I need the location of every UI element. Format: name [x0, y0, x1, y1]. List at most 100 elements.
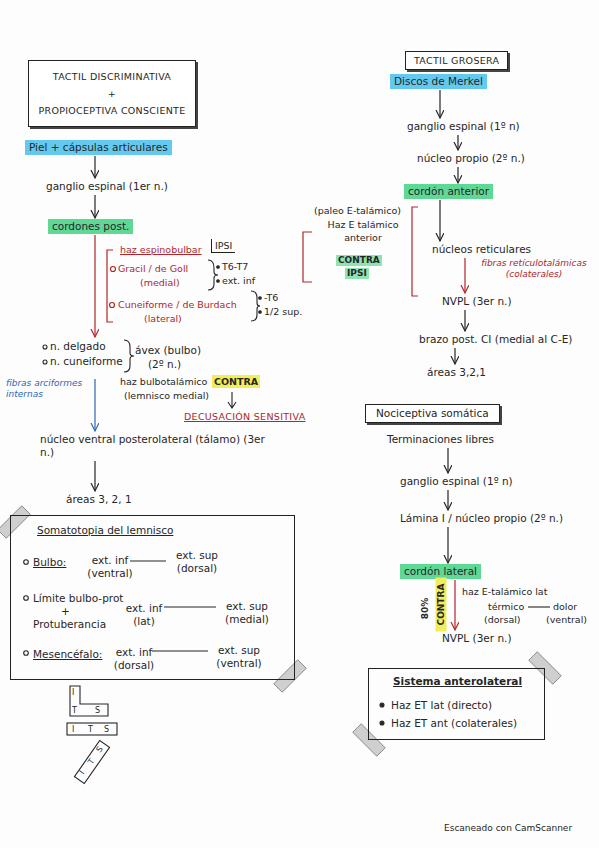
title-box: TACTIL DISCRIMINATIVA+PROPIOCEPTIVA CONS…	[28, 60, 196, 127]
flow-arrow	[454, 580, 455, 630]
node-text: ext. sup (ventral)	[211, 644, 267, 670]
annotation-label: CONTRA	[436, 578, 447, 632]
node-text: áreas 3, 2, 1	[66, 493, 132, 506]
node-text: ext. inf (ventral)	[83, 554, 137, 580]
flow-arrow	[457, 135, 458, 150]
node-text: Sistema anterolateral	[369, 675, 546, 688]
flow-arrow	[439, 200, 440, 241]
small-arrow	[228, 392, 236, 408]
node-text: PROPIOCEPTIVA CONSCIENTE	[33, 102, 191, 119]
annotation-label: T	[72, 706, 77, 715]
annotation-label: fibras arciformes internas	[6, 378, 86, 400]
title-box: Nociceptiva somática	[365, 404, 500, 423]
node-text: Límite bulbo-prot	[33, 592, 123, 605]
annotation-label: (paleo E-talámico)	[314, 204, 401, 217]
annotation-label: (lemnisco medial)	[124, 389, 209, 402]
annotation-label: Cuneiforme / de Burdach	[118, 298, 237, 311]
bullet	[217, 266, 220, 269]
flow-arrow	[94, 379, 95, 431]
process-node: áreas 3, 2, 1	[62, 492, 136, 507]
doodle-shape	[67, 723, 117, 735]
annotation-label: (ventral)	[546, 613, 587, 626]
annotation-label: T6-T7	[222, 260, 248, 273]
bullet	[111, 267, 116, 272]
process-node: Terminaciones libres	[383, 432, 498, 447]
dash	[152, 650, 208, 651]
node-text: Terminaciones libres	[387, 433, 494, 446]
node-text: TACTIL GROSERA	[414, 54, 499, 67]
node-text: Lámina I / núcleo propio (2º n.)	[400, 512, 563, 525]
bullet	[380, 703, 384, 707]
annotation-label: T	[86, 757, 96, 766]
red-bracket	[107, 250, 113, 322]
bullet	[24, 596, 29, 601]
bullet	[259, 311, 262, 314]
annotation-label: dolor	[553, 600, 577, 613]
node-text: núcleos reticulares	[432, 243, 531, 256]
node-text: ext. sup (dorsal)	[169, 549, 225, 575]
node-text: cordones post.	[52, 220, 129, 233]
red-bracket	[303, 232, 312, 282]
node-text: NVPL (3er n.)	[442, 295, 512, 308]
node-text: Haz ET ant (colaterales)	[391, 717, 517, 730]
flow-arrow	[454, 348, 455, 364]
node-text: +	[61, 605, 70, 618]
bullet	[43, 345, 47, 349]
bullet	[24, 560, 29, 565]
tape	[0, 506, 30, 539]
node-text: (2º n.)	[148, 358, 181, 371]
process-node: ganglio espinal (1º n)	[403, 119, 524, 134]
nucleus-group: n. delgadon. cuneiformeávex (bulbo)(2º n…	[40, 338, 220, 378]
process-node: Lámina I / núcleo propio (2º n.)	[396, 511, 567, 526]
annotation-label: 1/2 sup.	[264, 305, 302, 318]
summary-box: Sistema anterolateralHaz ET lat (directo…	[368, 668, 545, 740]
process-node: áreas 3,2,1	[423, 365, 490, 380]
annotation-label: T	[88, 725, 93, 734]
node-text: núcleo ventral posterolateral (tálamo) (…	[40, 433, 272, 459]
flow-arrow	[457, 167, 458, 183]
annotation-label: S	[94, 745, 104, 754]
bullet	[217, 280, 220, 283]
node-text: Bulbo:	[33, 556, 66, 569]
node-text: ext. inf (lat)	[117, 602, 171, 628]
annotation-label: haz espinobulbar	[120, 243, 202, 256]
annotation-label: haz bulbotalámico	[120, 375, 207, 388]
annotation-label: (lateral)	[144, 312, 182, 325]
bullet	[24, 651, 29, 656]
bullet	[110, 303, 115, 308]
annotation-label: 80%	[420, 594, 431, 624]
annotation-label: I	[78, 769, 87, 776]
node-text: n. delgado	[50, 340, 106, 353]
node-text: NVPL (3er n.)	[442, 632, 512, 645]
highlight-band: cordón anterior	[404, 184, 493, 199]
annotation-label: CONTRA	[212, 375, 260, 388]
node-text: ext. inf (dorsal)	[107, 646, 161, 672]
process-node: NVPL (3er n.)	[438, 631, 516, 646]
node-text: ext. sup (medial)	[219, 600, 275, 626]
annotation-label: (medial)	[140, 276, 180, 289]
tape	[353, 724, 386, 757]
highlight-band: Piel + cápsulas articulares	[25, 140, 172, 155]
red-annotations	[107, 207, 418, 322]
brace	[124, 340, 134, 372]
annotation-label: I	[72, 688, 74, 697]
flow-arrow	[94, 195, 95, 218]
flow-arrow	[447, 448, 448, 473]
node-text: Mesencéfalo:	[33, 648, 102, 661]
annotation-label: IPSI	[345, 268, 369, 279]
node-text: núcleo propio (2º n.)	[417, 152, 525, 165]
node-text: Protuberancia	[33, 618, 106, 631]
flow-arrow	[439, 90, 440, 118]
annotation-label: haz E-talámico lat	[462, 585, 547, 598]
annotation-label: IPSI	[211, 239, 235, 253]
summary-box: Somatotopia del lemniscoBulbo:ext. inf (…	[10, 515, 295, 680]
flow-arrow	[94, 156, 95, 178]
doodle-shape	[74, 741, 109, 784]
node-text: áreas 3,2,1	[427, 366, 486, 379]
process-node: núcleo propio (2º n.)	[413, 151, 529, 166]
node-text: ganglio espinal (1º n)	[407, 120, 520, 133]
annotation-label: CONTRA	[336, 255, 382, 266]
annotation-label: Gracil / de Goll	[118, 262, 188, 275]
node-text: ganglio espinal (1er n.)	[46, 180, 168, 193]
